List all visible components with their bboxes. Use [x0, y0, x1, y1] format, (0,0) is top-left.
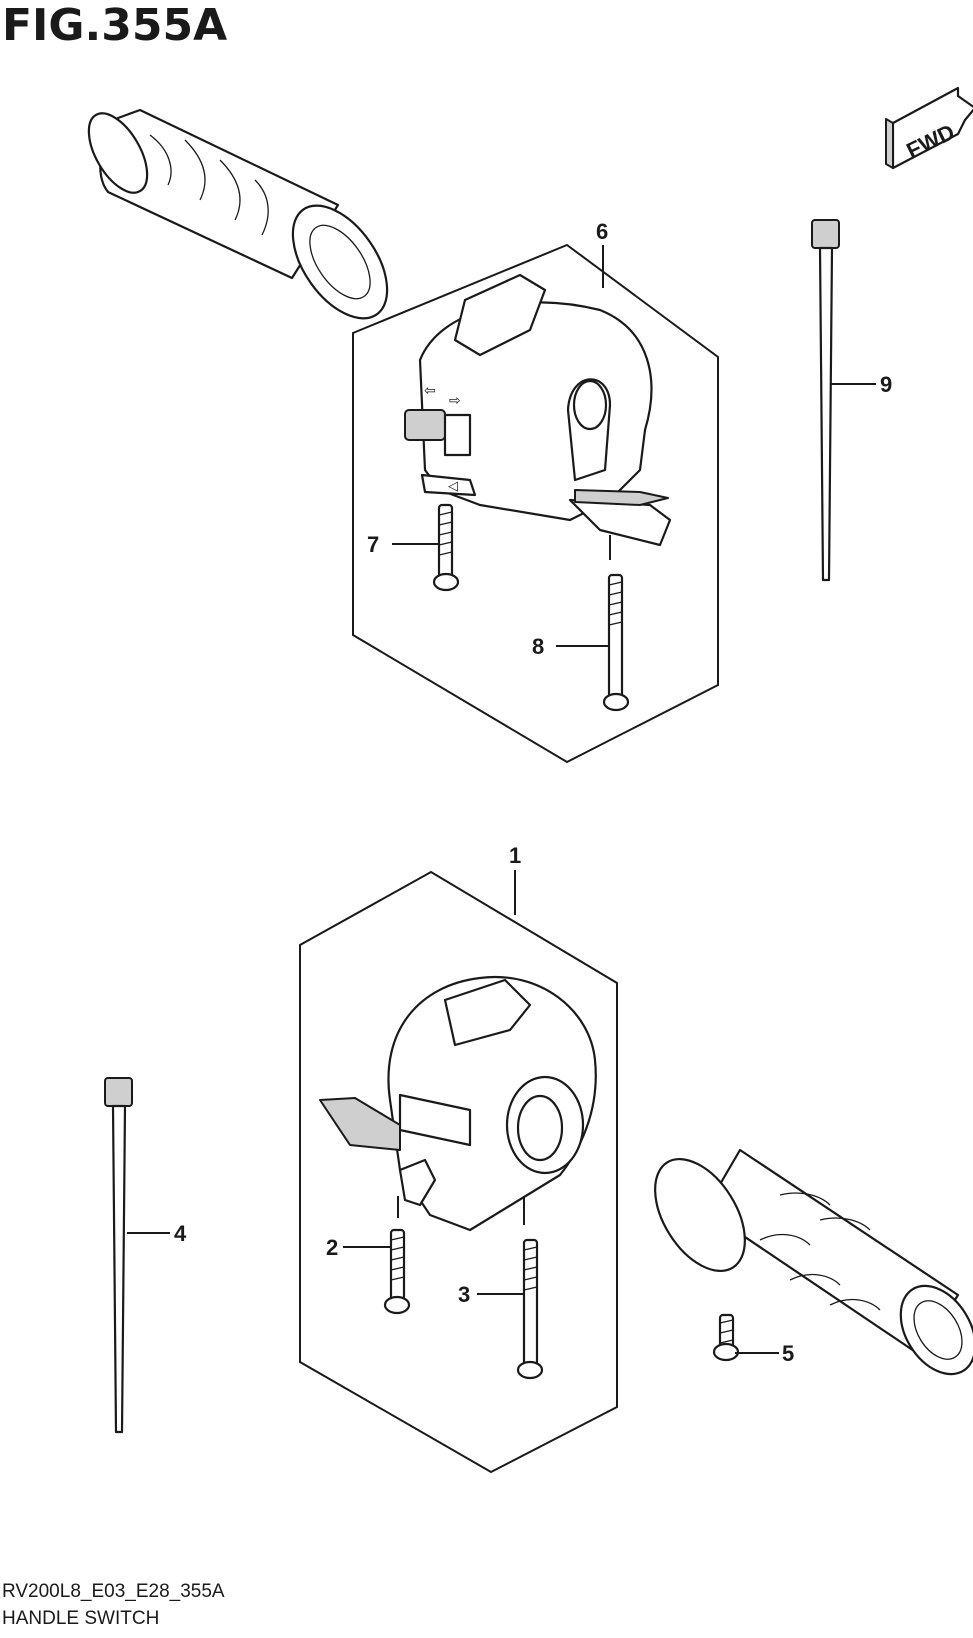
callout-8: 8 — [532, 634, 544, 659]
callout-5: 5 — [782, 1341, 794, 1366]
figure-name: HANDLE SWITCH — [2, 1608, 160, 1629]
screw-2 — [383, 1228, 411, 1315]
fwd-arrow-icon: FWD — [885, 86, 973, 170]
svg-text:⇦: ⇦ — [424, 383, 436, 399]
callout-4: 4 — [174, 1221, 187, 1246]
screw-7 — [432, 503, 460, 592]
callout-3: 3 — [458, 1282, 470, 1307]
callout-9: 9 — [880, 372, 892, 397]
callout-6: 6 — [596, 219, 608, 244]
screw-5 — [712, 1313, 740, 1362]
screw-3 — [516, 1238, 544, 1380]
callout-1: 1 — [509, 843, 521, 868]
right-grip — [654, 1148, 973, 1376]
callout-2: 2 — [326, 1235, 338, 1260]
figure-code: RV200L8_E03_E28_355A — [2, 1581, 225, 1602]
svg-text:⇨: ⇨ — [449, 393, 461, 409]
assembly-6-boundary — [352, 243, 719, 764]
leader-lines — [127, 245, 876, 1354]
cable-tie-9 — [811, 219, 840, 582]
assembly-1-boundary — [299, 870, 618, 1474]
screw-8 — [602, 573, 630, 712]
figure-title: FIG.355A — [2, 0, 228, 51]
left-grip — [87, 108, 389, 320]
cable-tie-4 — [104, 1077, 133, 1434]
right-handle-switch — [319, 975, 597, 1232]
callout-labels: 6 7 8 9 1 2 3 4 5 — [174, 219, 892, 1366]
svg-text:◁: ◁ — [448, 479, 458, 494]
left-handle-switch: ◁ ⇦ ⇨ — [404, 273, 672, 547]
callout-7: 7 — [367, 532, 379, 557]
